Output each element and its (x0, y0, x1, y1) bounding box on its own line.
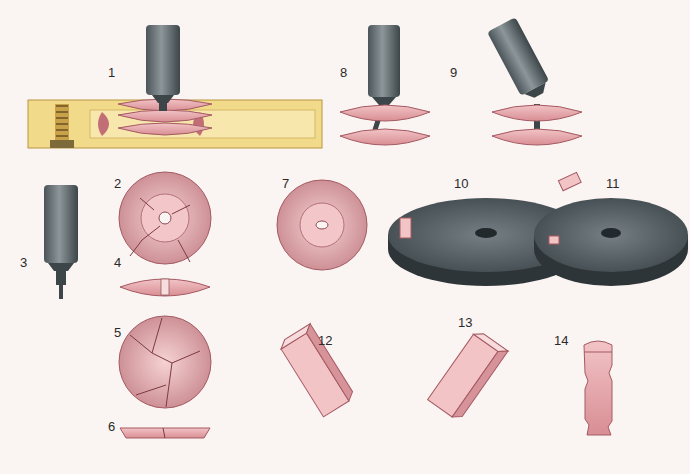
callout-number: 2 (114, 177, 121, 190)
callout-number: 8 (340, 66, 347, 79)
callout-number: 7 (282, 177, 289, 190)
callout-number: 9 (450, 66, 457, 79)
callout-number: 3 (20, 256, 27, 269)
callout-number: 5 (114, 326, 121, 339)
callout-number: 12 (318, 334, 332, 347)
callout-number: 1 (108, 66, 115, 79)
callout-number: 4 (114, 256, 121, 269)
callout-number: 11 (606, 177, 620, 190)
callout-number: 10 (454, 177, 468, 190)
callout-number: 13 (458, 316, 472, 329)
callout-number: 6 (108, 420, 115, 433)
callout-number: 14 (554, 334, 568, 347)
